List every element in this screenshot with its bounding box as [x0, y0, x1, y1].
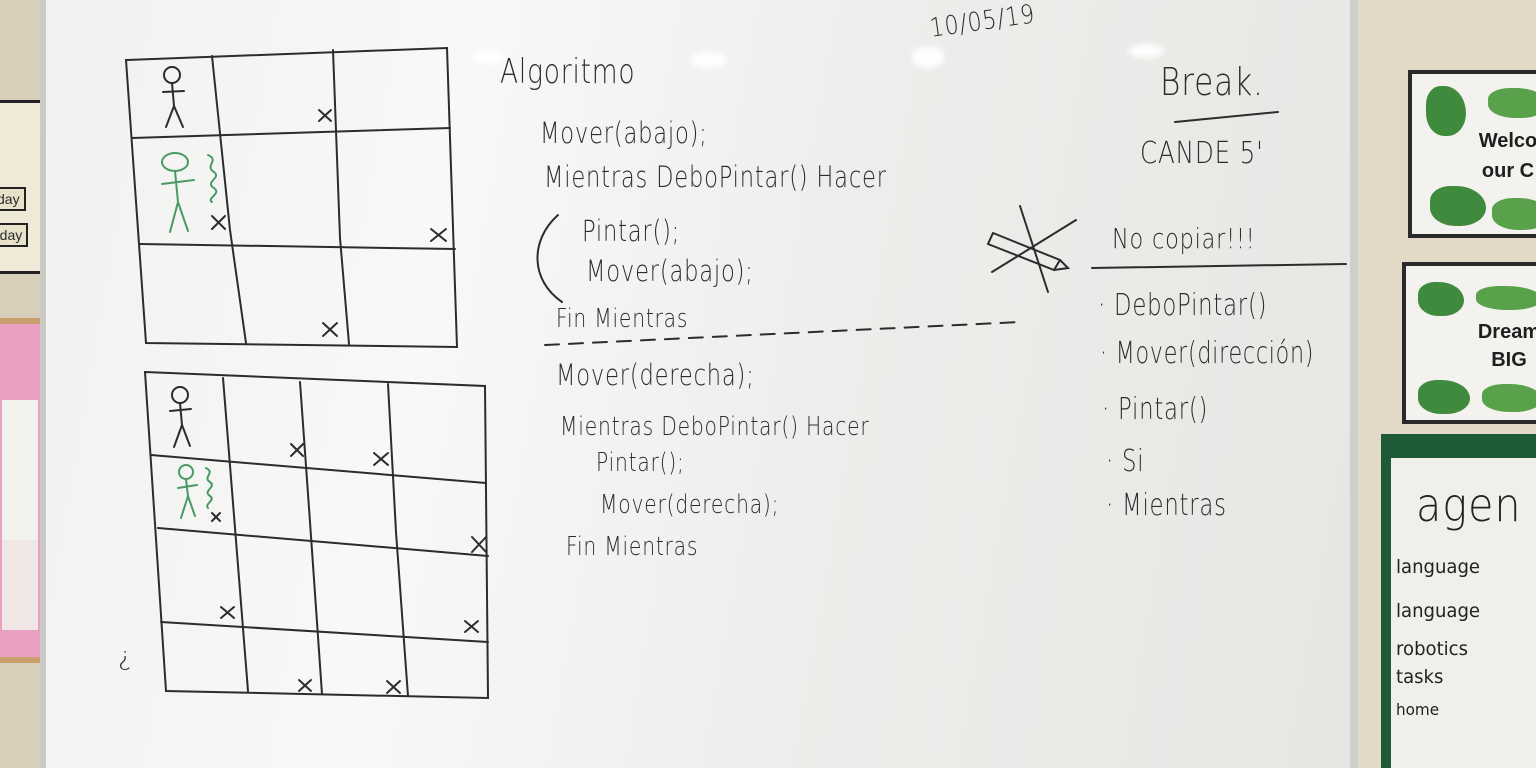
algorithm-title: Algoritmo [500, 52, 636, 92]
break-line: CANDE 5' [1140, 136, 1264, 171]
agenda-poster [1381, 434, 1536, 768]
rules-item: · Mover(dirección) [1100, 336, 1315, 371]
leaf-decoration [1418, 380, 1470, 414]
rules-title: No copiar!!! [1112, 222, 1256, 255]
left-wall-tab: rday [0, 223, 29, 247]
code-line: Mover(abajo); [540, 116, 708, 150]
rules-item: · Pintar() [1102, 392, 1209, 427]
dream-big-poster-text: Dream BIG [1477, 321, 1536, 371]
agenda-row: language [1396, 556, 1481, 578]
welcome-poster: Welco our C [1408, 70, 1536, 238]
code-line: Pintar(); [582, 214, 681, 248]
code-line: Mover(abajo); [586, 254, 754, 288]
dream-big-poster: Dream BIG [1402, 262, 1536, 424]
left-wall-tab: day [0, 187, 26, 211]
welcome-poster-text: Welco our C [1478, 130, 1536, 182]
code-line: Pintar(); [596, 448, 685, 478]
leaf-decoration [1418, 282, 1464, 316]
code-line: Mover(derecha); [600, 490, 780, 520]
rules-item: · Si [1106, 444, 1145, 479]
code-line: Mientras DeboPintar() Hacer [544, 160, 887, 194]
light-glare [471, 50, 505, 64]
agenda-row: robotics [1396, 638, 1468, 660]
agenda-row: tasks [1396, 666, 1444, 688]
agenda-title: agen [1416, 478, 1522, 532]
code-line: Fin Mientras [556, 304, 689, 334]
light-glare [912, 46, 944, 68]
agenda-row: language [1396, 600, 1481, 622]
margin-mark: ¿ [118, 642, 133, 672]
rules-item: · Mientras [1106, 488, 1227, 523]
light-glare [1128, 44, 1164, 58]
leaf-decoration [1482, 384, 1536, 412]
leaf-decoration [1492, 198, 1536, 230]
agenda-row: home [1396, 700, 1440, 719]
code-line: Fin Mientras [566, 532, 699, 562]
leaf-decoration [1476, 286, 1536, 310]
code-line: Mientras DeboPintar() Hacer [560, 412, 870, 442]
leaf-decoration [1430, 186, 1486, 226]
code-line: Mover(derecha); [556, 358, 755, 392]
paper-sheet [2, 540, 38, 630]
break-title: Break. [1160, 60, 1264, 104]
rules-item: · DeboPintar() [1098, 288, 1268, 323]
leaf-decoration [1488, 88, 1536, 118]
light-glare [691, 52, 727, 68]
leaf-decoration [1426, 86, 1466, 136]
